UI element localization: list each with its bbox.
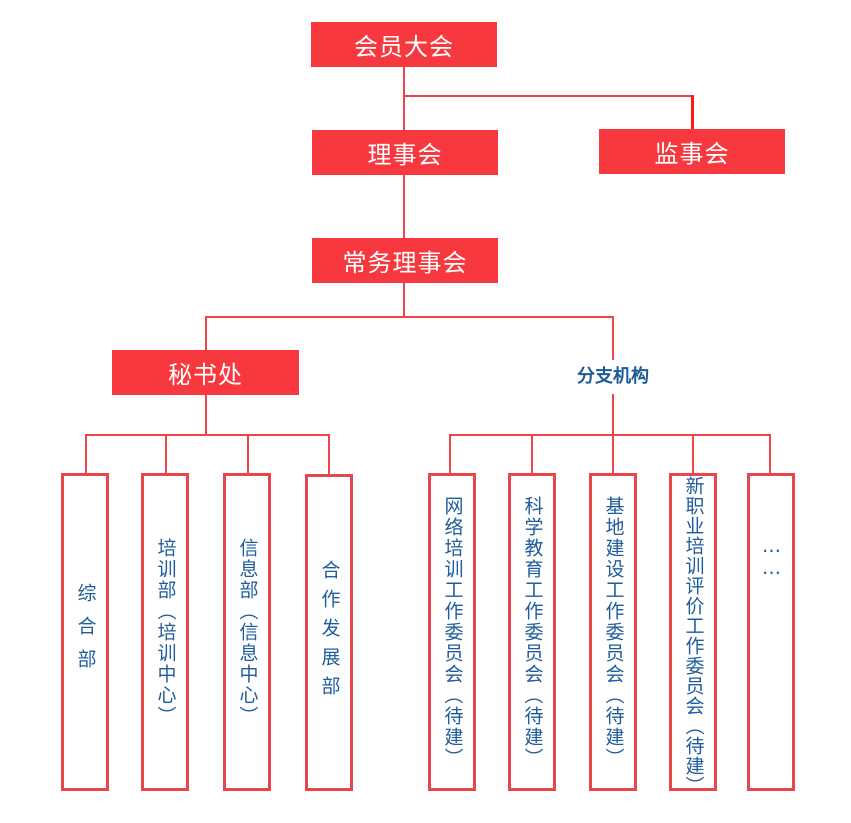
connector-secretariat-h	[85, 434, 330, 436]
connector-committee-2	[531, 434, 533, 474]
connector-branches-h	[449, 434, 771, 436]
connector-assembly-supervisory-v	[691, 95, 694, 129]
connector-committee-1	[449, 434, 451, 474]
connector-standing-down	[403, 282, 405, 317]
committee-box: 新职业培训评价工作委员会（待建）	[669, 473, 717, 796]
connector-to-branches	[612, 316, 614, 360]
connector-council-standing	[403, 174, 405, 238]
connector-secretariat-down	[205, 394, 207, 435]
committee-box: 科学教育工作委员会（待建）	[508, 473, 556, 791]
committee-box: 基地建设工作委员会（待建）	[589, 473, 637, 791]
committee-box: 网络培训工作委员会（待建）	[428, 473, 476, 791]
node-branches: 分支机构	[577, 366, 649, 387]
committee-label: 科学教育工作委员会（待建）	[521, 495, 544, 769]
connector-dept-3	[247, 434, 249, 474]
node-standing-council: 常务理事会	[312, 238, 498, 283]
connector-committee-4	[692, 434, 694, 474]
node-label: 常务理事会	[342, 249, 468, 277]
dept-label: 综合部	[74, 582, 97, 682]
committee-label: 网络培训工作委员会（待建）	[441, 495, 464, 769]
node-general-assembly: 会员大会	[311, 22, 497, 67]
dept-box: 合作发展部	[305, 474, 353, 791]
committee-label: 新职业培训评价工作委员会（待建）	[682, 476, 705, 796]
node-label: 秘书处	[168, 361, 243, 389]
node-secretariat: 秘书处	[112, 350, 299, 395]
committee-box-more: ……	[747, 473, 795, 791]
connector-branches-down	[612, 394, 614, 435]
dept-box: 综合部	[61, 473, 109, 791]
connector-to-secretariat	[205, 316, 207, 351]
node-label: 理事会	[367, 141, 443, 169]
node-supervisory-board: 监事会	[599, 129, 785, 174]
connector-committee-5	[769, 434, 771, 474]
node-council: 理事会	[312, 130, 498, 175]
dept-label: 合作发展部	[318, 560, 341, 705]
dept-label: 培训部（培训中心）	[154, 537, 177, 727]
connector-standing-h	[205, 316, 614, 318]
connector-committee-3	[612, 434, 614, 474]
dept-label: 信息部（信息中心）	[236, 537, 259, 727]
connector-dept-2	[165, 434, 167, 474]
node-label: 会员大会	[354, 33, 454, 61]
dept-box: 信息部（信息中心）	[223, 473, 271, 791]
ellipsis-icon: ……	[760, 535, 783, 579]
connector-dept-4	[328, 434, 330, 474]
connector-assembly-council	[403, 66, 405, 130]
connector-assembly-supervisory-h	[403, 95, 693, 97]
node-label: 监事会	[654, 140, 730, 168]
dept-box: 培训部（培训中心）	[141, 473, 189, 791]
committee-label: 基地建设工作委员会（待建）	[602, 495, 625, 769]
connector-dept-1	[85, 434, 87, 474]
